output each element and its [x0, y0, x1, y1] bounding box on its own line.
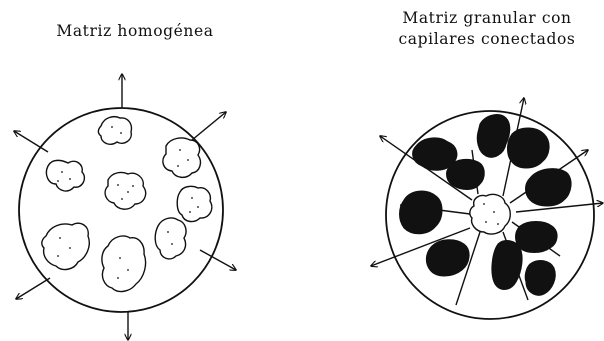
granule [526, 169, 572, 206]
aggregate [98, 117, 131, 145]
homogeneous-matrix-diagram [14, 74, 236, 340]
aggregate [155, 218, 186, 259]
arrow-up-left [14, 131, 48, 152]
granule [477, 115, 510, 158]
granule [492, 241, 522, 290]
aggregate [105, 172, 146, 209]
arrow-up-right [192, 112, 226, 140]
granule [447, 159, 485, 189]
granule [426, 240, 469, 276]
arrow-down-left [16, 278, 50, 299]
aggregate [46, 160, 84, 191]
granular-matrix-diagram [371, 98, 603, 319]
homogeneous-aggregates [42, 117, 212, 292]
aggregate [42, 223, 89, 269]
aggregate [177, 186, 212, 221]
granule [525, 261, 555, 296]
capillary-arrow-right [516, 203, 603, 212]
central-aggregate [470, 194, 510, 234]
aggregate [163, 138, 201, 177]
aggregate [102, 236, 146, 291]
granule [400, 191, 443, 234]
granule [508, 128, 550, 168]
granule [516, 222, 558, 253]
